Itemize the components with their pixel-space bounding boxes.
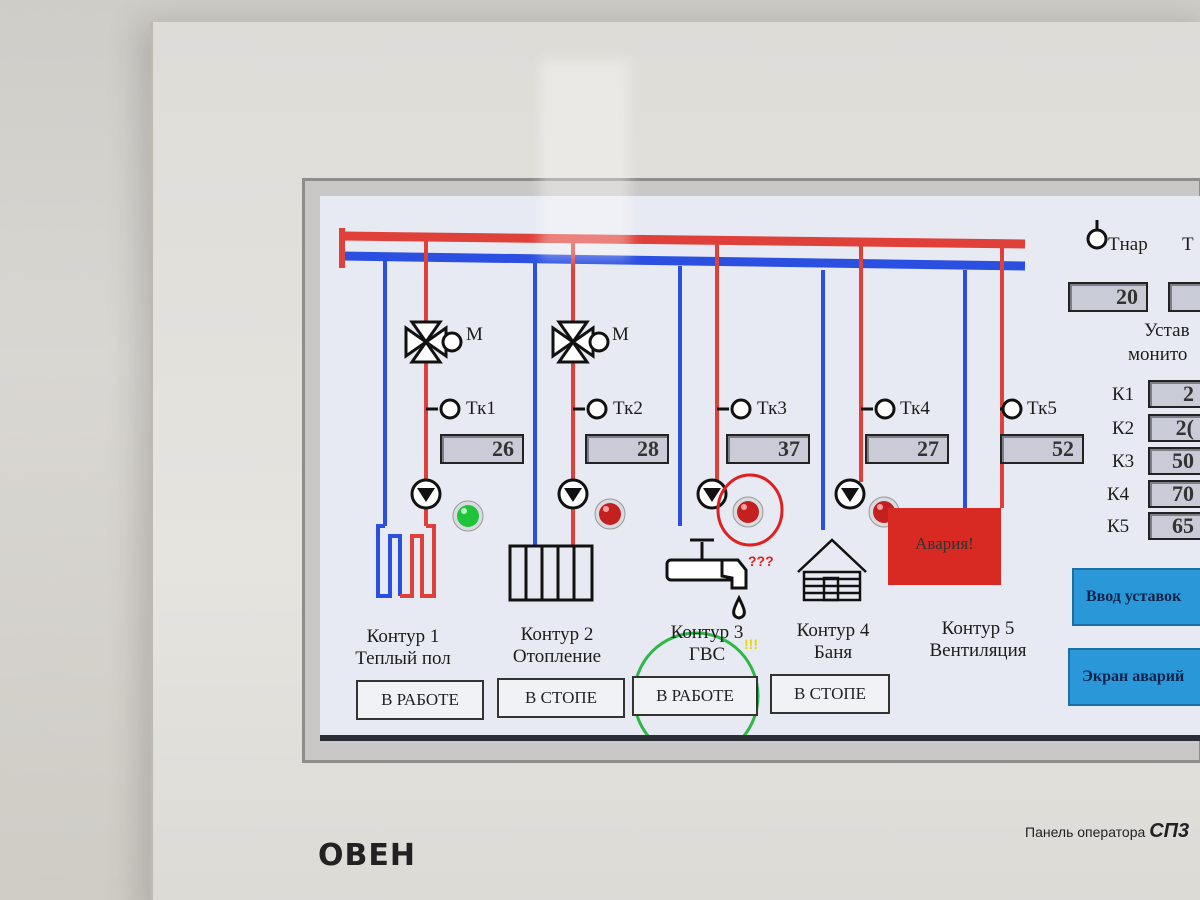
c1-temp-sensor-icon	[426, 398, 461, 420]
c2-three-way-valve-icon	[551, 320, 610, 364]
c4-temp-value: 27	[865, 434, 949, 464]
k3-value[interactable]: 50	[1148, 447, 1200, 475]
question-annotation: ???	[748, 553, 774, 569]
c2-temp-value: 28	[585, 434, 669, 464]
c5-temp-sensor-icon	[1000, 398, 1023, 420]
c5-sensor-label: Тк5	[1027, 398, 1057, 419]
c4-status-button[interactable]: В СТОПЕ	[770, 674, 890, 714]
k4-value[interactable]: 70	[1148, 480, 1200, 508]
setpoints-title-2: монито	[1128, 344, 1188, 365]
c2-pump-icon	[557, 478, 589, 510]
c1-pump-icon	[410, 478, 442, 510]
supply-header-pipe	[341, 231, 1026, 249]
k1-label: К1	[1112, 384, 1135, 405]
c2-valve-motor-label: M	[612, 324, 629, 345]
c1-valve-motor-label: M	[466, 324, 483, 345]
k5-value[interactable]: 65	[1148, 512, 1200, 540]
c2-temp-sensor-icon	[573, 398, 608, 420]
k3-label: К3	[1112, 451, 1135, 472]
c5-alarm-indicator[interactable]: Авария!	[888, 508, 1001, 585]
panel-caption: Панель оператора СП3	[1025, 820, 1190, 842]
c1-three-way-valve-icon	[404, 320, 463, 364]
input-setpoints-button[interactable]: Ввод уставок	[1072, 568, 1200, 626]
c4-temp-sensor-icon	[861, 398, 896, 420]
faucet-icon	[665, 538, 748, 620]
setpoints-title-1: Устав	[1144, 320, 1190, 341]
k4-label: К4	[1107, 484, 1130, 505]
hmi-screen: M M Тк1 Тк2 Тк3 Тк4 Тк5 26 28 37 27 52 А…	[320, 196, 1200, 741]
k2-value[interactable]: 2(	[1148, 414, 1200, 442]
alarm-screen-button[interactable]: Экран аварий	[1068, 648, 1200, 706]
c2-status-button[interactable]: В СТОПЕ	[497, 678, 625, 718]
k5-label: К5	[1107, 516, 1130, 537]
brand-logo: ОВЕН	[318, 838, 416, 873]
c1-sensor-label: Тк1	[466, 398, 496, 419]
piping-diagram	[339, 220, 1108, 735]
c4-sensor-label: Тк4	[900, 398, 930, 419]
c1-status-button[interactable]: В РАБОТЕ	[356, 680, 484, 720]
c3-sensor-label: Тк3	[757, 398, 787, 419]
c2-sensor-label: Тк2	[613, 398, 643, 419]
tnar-label: Тнар	[1108, 234, 1148, 255]
radiator-icon	[508, 544, 594, 602]
return-header-pipe	[341, 251, 1026, 271]
c3-temp-value: 37	[726, 434, 810, 464]
sauna-house-icon	[797, 538, 867, 602]
c1-temp-value: 26	[440, 434, 524, 464]
k1-value[interactable]: 2	[1148, 380, 1200, 408]
k2-label: К2	[1112, 418, 1135, 439]
c3-status-lamp	[732, 496, 764, 528]
c2-status-lamp	[594, 498, 626, 530]
c4-pump-icon	[834, 478, 866, 510]
c3-status-button[interactable]: В РАБОТЕ	[632, 676, 758, 716]
red-circle-annotation	[716, 473, 784, 547]
tn-value	[1168, 282, 1200, 312]
tnar-sensor-icon	[1086, 220, 1108, 250]
c5-temp-value: 52	[1000, 434, 1084, 464]
c3-temp-sensor-icon	[717, 398, 752, 420]
c1-status-lamp	[452, 500, 484, 532]
c1-floor-heating-icon	[376, 524, 436, 598]
tnar-value: 20	[1068, 282, 1148, 312]
exclaim-annotation: !!!	[744, 636, 758, 652]
tn-label: Т	[1182, 234, 1194, 255]
